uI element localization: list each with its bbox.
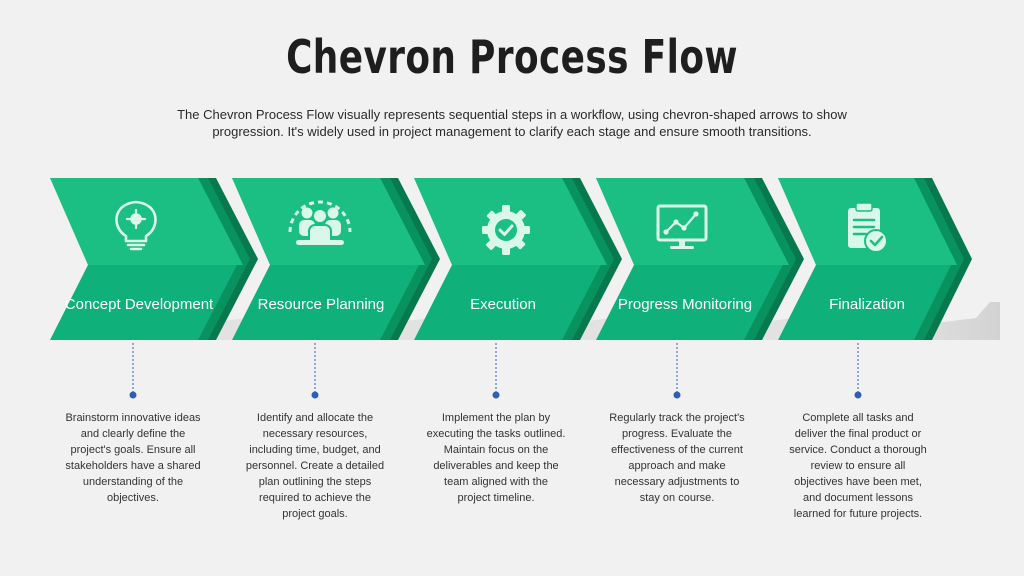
step-1-description: Brainstorm innovative ideas and clearly … [65, 412, 201, 504]
monitor-chart-icon [656, 204, 708, 249]
chevron-step-5 [778, 178, 972, 340]
step-3-label: Execution [470, 295, 536, 313]
step-5-description: Complete all tasks and deliver the final… [789, 412, 927, 520]
step-4-description: Regularly track the project's progress. … [609, 412, 745, 504]
chevron-step-4 [596, 178, 804, 340]
team-gear-icon [288, 200, 352, 246]
lightbulb-gear-icon [115, 200, 157, 251]
page-subtitle: The Chevron Process Flow visually repres… [177, 107, 847, 139]
step-2-label: Resource Planning [257, 295, 385, 313]
gear-check-icon [482, 205, 530, 255]
step-4-label: Progress Monitoring [617, 295, 753, 313]
clipboard-check-icon [848, 202, 888, 253]
step-connectors [129, 343, 862, 399]
step-5-label: Finalization [829, 295, 905, 313]
step-1-label: Concept Development [64, 295, 214, 313]
chevron-step-1 [50, 178, 258, 340]
step-2-description: Identify and allocate the necessary reso… [245, 412, 385, 520]
step-3-description: Implement the plan by executing the task… [426, 412, 566, 504]
page-title: Chevron Process Flow [286, 30, 738, 84]
chevron-step-2 [232, 178, 440, 340]
